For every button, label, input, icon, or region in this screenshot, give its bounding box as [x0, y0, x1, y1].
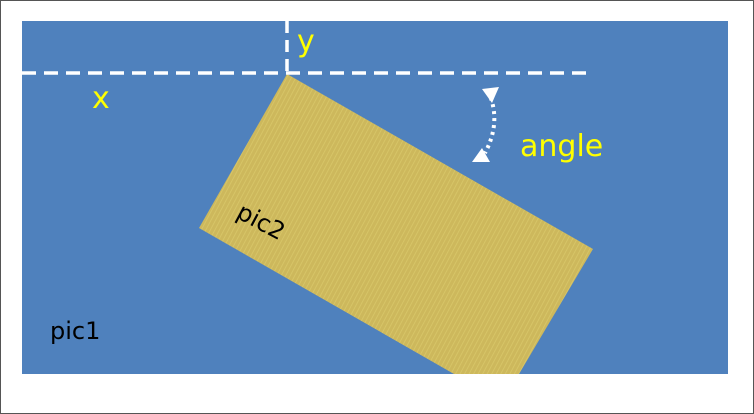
y-label: y — [297, 24, 315, 59]
x-label: x — [92, 81, 110, 116]
angle-label: angle — [520, 129, 603, 164]
pic1-label: pic1 — [50, 317, 100, 345]
pic1-canvas: x y angle pic1 pic2 — [22, 21, 728, 374]
diagram-svg: x y angle pic1 pic2 — [22, 21, 728, 374]
pic2-rectangle — [199, 74, 593, 374]
curved-dotted-double-arrow-icon — [472, 87, 499, 162]
